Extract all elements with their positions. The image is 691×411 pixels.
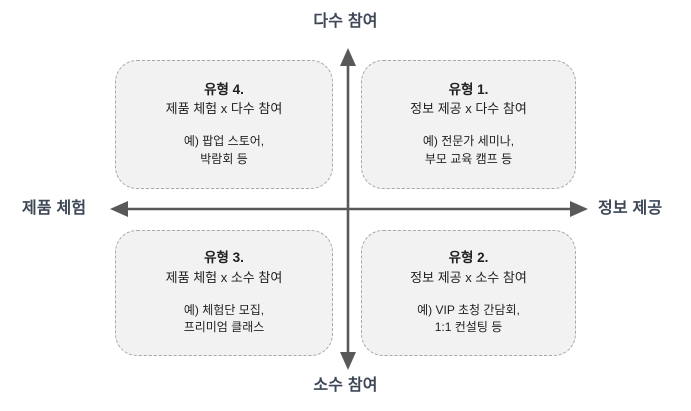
quadrant-title: 유형 3. [204, 250, 244, 266]
quadrant-example-line: 예) 체험단 모집, [183, 302, 265, 317]
quadrant-title: 유형 1. [448, 81, 489, 97]
axis-label-left: 제품 체험 [22, 200, 87, 217]
axis-label-bottom: 소수 참여 [313, 377, 378, 394]
quadrant-subtitle: 제품 체험 x 다수 참여 [165, 101, 283, 117]
quadrant-example-line: 1:1 컨설팅 등 [434, 320, 503, 335]
quadrant-example-line: 부모 교육 캠프 등 [424, 151, 513, 166]
quadrant-subtitle: 정보 제공 x 소수 참여 [410, 269, 527, 285]
quadrant-box-bottom-left[interactable]: 유형 3. 제품 체험 x 소수 참여 예) 체험단 모집, 프리미엄 클래스 [115, 230, 333, 356]
quadrant-example-line: 예) 전문가 세미나, [422, 134, 515, 149]
arrowhead-left-icon [110, 201, 128, 217]
quadrant-subtitle: 정보 제공 x 다수 참여 [410, 101, 527, 117]
quadrant-example-line: 박람회 등 [200, 151, 248, 166]
arrowhead-up-icon [340, 48, 356, 66]
quadrant-box-top-right[interactable]: 유형 1. 정보 제공 x 다수 참여 예) 전문가 세미나, 부모 교육 캠프… [361, 60, 576, 189]
quadrant-examples: 예) 팝업 스토어, 박람회 등 [184, 133, 264, 168]
quadrant-box-bottom-right[interactable]: 유형 2. 정보 제공 x 소수 참여 예) VIP 초청 간담회, 1:1 컨… [361, 230, 576, 356]
arrowhead-down-icon [340, 352, 356, 370]
axis-label-right: 정보 제공 [598, 200, 663, 217]
quadrant-examples: 예) VIP 초청 간담회, 1:1 컨설팅 등 [417, 302, 520, 337]
quadrant-examples: 예) 체험단 모집, 프리미엄 클래스 [184, 302, 265, 337]
arrowhead-right-icon [570, 201, 588, 217]
quadrant-title: 유형 4. [204, 81, 244, 97]
quadrant-title: 유형 2. [448, 250, 489, 266]
quadrant-subtitle: 제품 체험 x 소수 참여 [165, 269, 283, 285]
quadrant-example-line: 예) VIP 초청 간담회, [417, 302, 520, 317]
quadrant-box-top-left[interactable]: 유형 4. 제품 체험 x 다수 참여 예) 팝업 스토어, 박람회 등 [115, 60, 333, 189]
axis-label-top: 다수 참여 [313, 13, 378, 30]
quadrant-examples: 예) 전문가 세미나, 부모 교육 캠프 등 [423, 133, 514, 168]
quadrant-example-line: 예) 팝업 스토어, [183, 134, 265, 149]
quadrant-example-line: 프리미엄 클래스 [183, 320, 265, 335]
